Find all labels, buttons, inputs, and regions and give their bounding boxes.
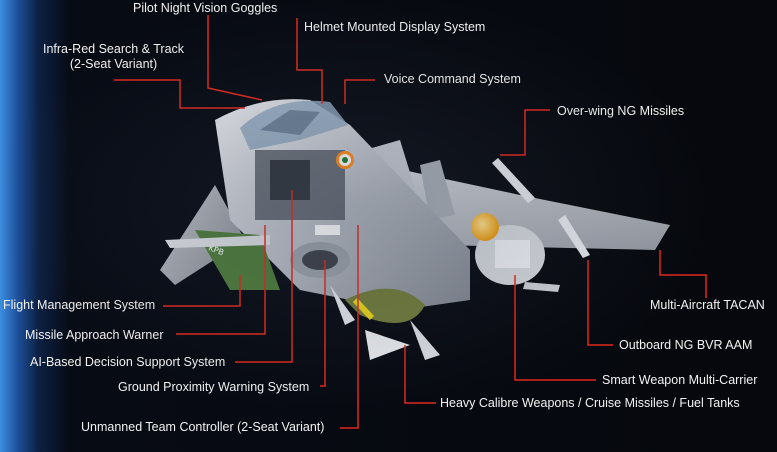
label-missile-approach-warner: Missile Approach Warner: [25, 328, 163, 343]
label-flight-management-system: Flight Management System: [3, 298, 155, 313]
label-irst-line2: (2-Seat Variant): [43, 57, 184, 72]
label-unmanned-team-controller: Unmanned Team Controller (2-Seat Variant…: [81, 420, 324, 435]
label-irst-line1: Infra-Red Search & Track: [43, 42, 184, 57]
label-ground-proximity-warning-system: Ground Proximity Warning System: [118, 380, 309, 395]
label-infra-red-search-track: Infra-Red Search & Track (2-Seat Variant…: [43, 42, 184, 72]
label-ai-decision-support-system: AI-Based Decision Support System: [30, 355, 225, 370]
label-smart-weapon-multi-carrier: Smart Weapon Multi-Carrier: [602, 373, 757, 388]
label-multi-aircraft-tacan: Multi-Aircraft TACAN: [650, 298, 765, 313]
label-pilot-night-vision-goggles: Pilot Night Vision Goggles: [133, 1, 277, 16]
label-outboard-ng-bvr-aam: Outboard NG BVR AAM: [619, 338, 752, 353]
label-voice-command-system: Voice Command System: [384, 72, 521, 87]
aircraft-body: KPB: [160, 99, 670, 360]
label-heavy-calibre-weapons: Heavy Calibre Weapons / Cruise Missiles …: [440, 396, 740, 411]
label-over-wing-ng-missiles: Over-wing NG Missiles: [557, 104, 684, 119]
label-helmet-mounted-display-system: Helmet Mounted Display System: [304, 20, 485, 35]
